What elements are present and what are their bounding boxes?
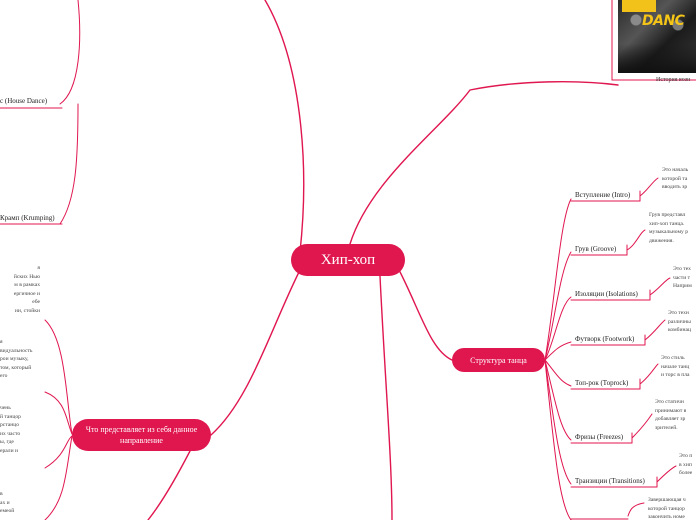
text-line: я bbox=[37, 265, 40, 271]
desc-line: добавляет зр bbox=[655, 416, 686, 423]
desc-line: которой та bbox=[662, 175, 688, 182]
node-isolations[interactable]: Изоляции (Isolations) bbox=[575, 290, 638, 298]
desc-line: закончить номе bbox=[648, 514, 685, 521]
desc-line: более bbox=[679, 470, 693, 477]
connector-central-what bbox=[210, 269, 301, 436]
desc-ending[interactable]: Завершающая ч которой танцор закончить н… bbox=[648, 496, 686, 522]
desc-line: которой танцор bbox=[648, 505, 685, 512]
desc-intro[interactable]: Это началь которой та вводить зр bbox=[662, 166, 688, 192]
left-text-block-4[interactable]: в ах и емеой bbox=[0, 490, 44, 516]
topic-structure[interactable]: Структура танца bbox=[452, 348, 545, 372]
node-toprock[interactable]: Топ-рок (Toprock) bbox=[575, 379, 629, 387]
text-line: рстанцо bbox=[0, 422, 20, 429]
desc-isolations[interactable]: Это тех части т Наприм bbox=[673, 265, 692, 291]
desc-transitions[interactable]: Это п в хип более bbox=[679, 452, 692, 478]
desc-line: комбинац bbox=[668, 327, 691, 334]
text-line: рои музыку, bbox=[0, 356, 29, 363]
connector-krump bbox=[59, 103, 79, 225]
desc-line: зрителей. bbox=[655, 424, 678, 431]
left-text-block-3[interactable]: чень й танцор рстанцо их часто ы, где ер… bbox=[0, 404, 44, 456]
text-line: й танцор bbox=[0, 413, 21, 420]
node-house-dance[interactable]: с (House Dance) bbox=[0, 97, 48, 105]
connector-what-bottom bbox=[147, 450, 191, 520]
desc-line: начале танц bbox=[661, 363, 690, 370]
text-line: м в рамках bbox=[14, 282, 40, 289]
desc-line: в хип bbox=[679, 461, 692, 468]
desc-line: музыкальному р bbox=[649, 229, 689, 236]
connector-house bbox=[59, 0, 81, 105]
left-text-block-2[interactable]: я видуальность рои музыку, том, который … bbox=[0, 338, 44, 381]
desc-line: хип-хоп танца. bbox=[649, 220, 685, 227]
text-line: видуальность bbox=[0, 347, 33, 354]
desc-line: принимают в bbox=[655, 407, 687, 414]
desc-line: Это статичн bbox=[655, 399, 684, 405]
desc-line: Это тех bbox=[673, 266, 691, 272]
text-line: его bbox=[0, 373, 8, 380]
connector-central-top-right bbox=[349, 81, 619, 245]
desc-line: части т bbox=[673, 274, 691, 281]
photo-dancers bbox=[618, 0, 696, 73]
node-groove[interactable]: Грув (Groove) bbox=[575, 245, 617, 253]
desc-line: Это техн bbox=[668, 310, 689, 316]
photo-caption[interactable]: История возн bbox=[656, 77, 691, 83]
text-line: ы, где bbox=[0, 439, 14, 446]
node-freezes[interactable]: Фризы (Freezes) bbox=[575, 433, 624, 441]
desc-line: Завершающая ч bbox=[648, 497, 686, 503]
desc-freezes[interactable]: Это статичн принимают в добавляет зр зри… bbox=[655, 398, 686, 432]
dance-photo: DANC bbox=[618, 0, 696, 73]
desc-line: Это п bbox=[679, 453, 693, 459]
node-intro[interactable]: Вступление (Intro) bbox=[575, 191, 631, 199]
desc-line: Грув представл bbox=[649, 212, 686, 218]
text-line: йских Нью bbox=[13, 273, 40, 280]
desc-line: различны bbox=[668, 318, 691, 325]
node-transitions[interactable]: Транзиции (Transitions) bbox=[575, 477, 645, 485]
desc-groove[interactable]: Грув представл хип-хоп танца. музыкально… bbox=[649, 211, 688, 245]
central-topic[interactable]: Хип-хоп bbox=[291, 244, 405, 276]
desc-line: Наприм bbox=[673, 283, 692, 290]
text-line: ергичное и bbox=[13, 290, 40, 297]
left-text-block-1[interactable]: я йских Нью м в рамках ергичное и ебе ии… bbox=[0, 264, 40, 316]
node-footwork[interactable]: Футворк (Footwork) bbox=[575, 335, 635, 343]
text-line: чень bbox=[0, 405, 11, 411]
text-line: ебе bbox=[32, 299, 40, 306]
text-line: том, который bbox=[0, 364, 32, 371]
connector-central-bottom bbox=[379, 275, 393, 520]
text-line: ии, стойки bbox=[14, 307, 40, 314]
desc-line: Это стиль bbox=[661, 355, 685, 361]
text-line: ерали и bbox=[0, 447, 18, 454]
topic-what-is-it[interactable]: Что представляет из себя данное направле… bbox=[72, 419, 211, 451]
text-line: в bbox=[0, 491, 3, 497]
text-line: я bbox=[0, 339, 3, 345]
text-line: емеой bbox=[0, 508, 15, 515]
photo-dance-word: DANC bbox=[642, 13, 685, 29]
desc-footwork[interactable]: Это техн различны комбинац bbox=[668, 309, 691, 335]
text-line: их часто bbox=[0, 430, 21, 437]
desc-line: и торс в пла bbox=[661, 372, 690, 379]
desc-toprock[interactable]: Это стиль начале танц и торс в пла bbox=[661, 354, 690, 380]
text-line: ах и bbox=[0, 499, 10, 506]
connector-central-top-left bbox=[264, 0, 305, 253]
desc-line: вводить зр bbox=[662, 184, 688, 191]
connector-central-structure bbox=[397, 267, 453, 361]
desc-line: Это началь bbox=[662, 167, 689, 173]
node-krumping[interactable]: Крамп (Krumping) bbox=[0, 214, 55, 222]
desc-line: движения. bbox=[649, 237, 674, 244]
